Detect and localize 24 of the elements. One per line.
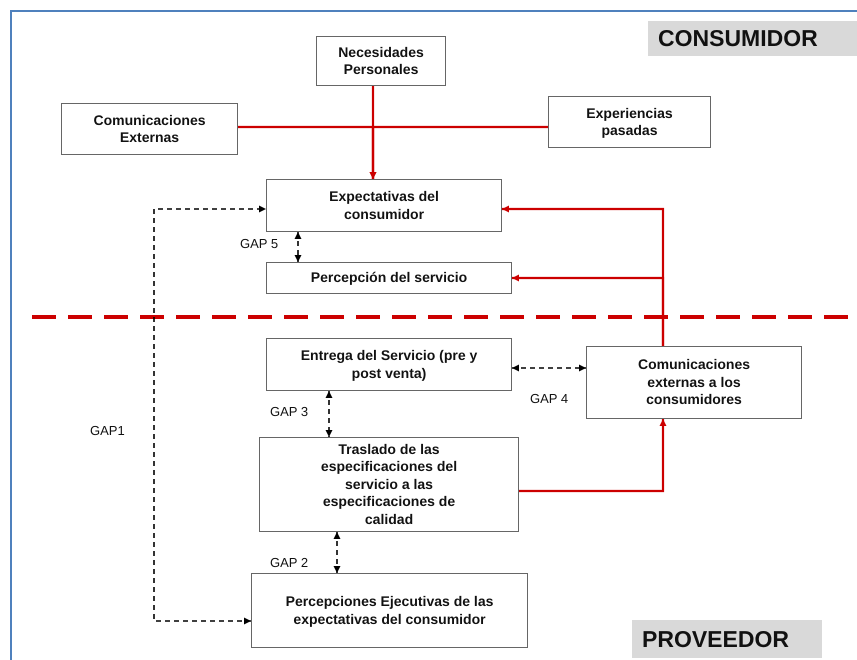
arrow: [326, 391, 332, 437]
process-box: Experiencias pasadas: [548, 96, 711, 148]
edge-label: GAP 4: [528, 391, 570, 406]
edge-label: GAP 2: [268, 555, 310, 570]
edge-label: GAP1: [88, 423, 127, 438]
process-box: Expectativas del consumidor: [266, 179, 502, 232]
process-box: Comunicaciones Externas: [61, 103, 238, 155]
arrow: [334, 532, 340, 573]
process-box: Necesidades Personales: [316, 36, 446, 86]
process-box: Traslado de las especificaciones del servicio a las especificaciones de calidad: [259, 437, 519, 532]
arrow: [519, 419, 666, 492]
arrow: [512, 274, 664, 346]
section-label: CONSUMIDOR: [648, 21, 857, 56]
edge-label: GAP 3: [268, 404, 310, 419]
arrow: [370, 126, 548, 179]
process-box: Percepción del servicio: [266, 262, 512, 294]
section-label: PROVEEDOR: [632, 620, 822, 658]
arrow: [153, 206, 266, 624]
process-box: Entrega del Servicio (pre y post venta): [266, 338, 512, 391]
edge-label: GAP 5: [238, 236, 280, 251]
process-box: Comunicaciones externas a los consumidores: [586, 346, 802, 419]
arrow: [294, 232, 302, 262]
process-box: Percepciones Ejecutivas de las expectativas del consumidor: [251, 573, 528, 648]
arrow: [512, 364, 586, 372]
